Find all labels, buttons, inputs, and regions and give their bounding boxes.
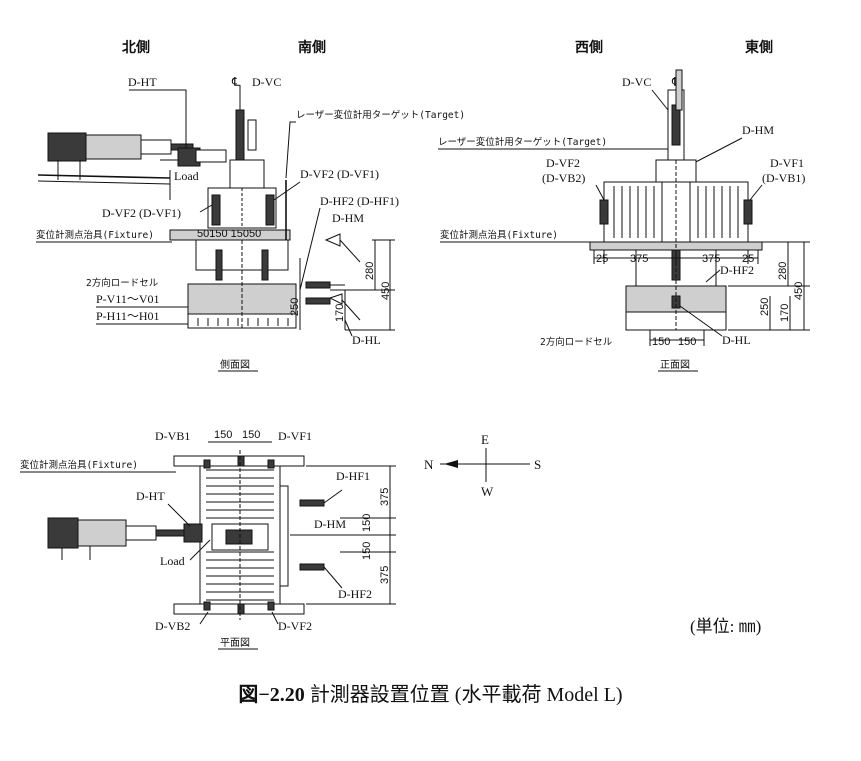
compass-east: E bbox=[481, 432, 489, 447]
plan-label-fixture: 変位計測点治具(Fixture) bbox=[20, 459, 138, 471]
plan-sensors bbox=[290, 489, 362, 589]
unit-note: (単位: ㎜) bbox=[690, 617, 762, 636]
plan-label-dhf1: D-HF1 bbox=[336, 469, 370, 483]
side-label-dhl: D-HL bbox=[352, 333, 381, 347]
compass: N E S W bbox=[424, 432, 541, 499]
side-label-dhm: D-HM bbox=[332, 211, 364, 225]
front-dim-25-left: 25 bbox=[596, 253, 608, 265]
side-sensor-dhm bbox=[305, 233, 361, 321]
side-label-dvc: D-VC bbox=[252, 75, 281, 89]
side-dims-top: 50150 15050 bbox=[197, 228, 261, 240]
plan-label-dhm: D-HM bbox=[314, 517, 346, 531]
side-label-target: レーザー変位計用ターゲット(Target) bbox=[296, 109, 465, 121]
side-view: 北側 南側 D-HT Load bbox=[36, 39, 465, 372]
front-dim-250: 250 bbox=[759, 298, 771, 316]
plan-specimen bbox=[173, 450, 305, 620]
plan-dimension-lines bbox=[306, 465, 396, 605]
compass-south: S bbox=[534, 457, 541, 472]
figure-title: 計測器設置位置 (水平載荷 Model L) bbox=[309, 684, 623, 706]
side-label-centerline: ℄ bbox=[231, 75, 240, 89]
front-header-east: 東側 bbox=[745, 39, 773, 56]
side-dim-250: 250 bbox=[289, 298, 301, 316]
front-label-dvf2: D-VF2 bbox=[546, 156, 580, 170]
front-header-west: 西側 bbox=[575, 39, 603, 56]
plan-dim-375-top: 375 bbox=[379, 488, 391, 506]
side-dim-170: 170 bbox=[334, 304, 346, 322]
figure-caption: 図−2.20 計測器設置位置 (水平載荷 Model L) bbox=[0, 678, 861, 707]
side-header-north: 北側 bbox=[122, 39, 150, 56]
front-dim-375-right: 375 bbox=[702, 253, 720, 265]
side-actuator bbox=[37, 132, 227, 200]
plan-label-dvf2: D-VF2 bbox=[278, 619, 312, 633]
front-dim-450: 450 bbox=[793, 282, 805, 300]
side-label-ph: P-H11～H01 bbox=[96, 309, 160, 323]
plan-label-dvb2: D-VB2 bbox=[155, 619, 190, 633]
front-label-dvb1: (D-VB1) bbox=[762, 171, 805, 185]
plan-caption: 平面図 bbox=[220, 637, 250, 649]
compass-west: W bbox=[481, 484, 494, 499]
front-label-dhm: D-HM bbox=[742, 123, 774, 137]
front-label-dhf2: D-HF2 bbox=[720, 263, 754, 277]
side-dim-450: 450 bbox=[380, 282, 392, 300]
front-dim-150-left: 150 bbox=[652, 336, 670, 348]
front-dim-280: 280 bbox=[777, 262, 789, 280]
front-label-dvb2: (D-VB2) bbox=[542, 171, 585, 185]
plan-dim-150-b: 150 bbox=[242, 429, 260, 441]
side-label-loadcell: 2方向ロードセル bbox=[86, 277, 159, 289]
plan-actuator bbox=[47, 517, 203, 560]
plan-dim-150-top: 150 bbox=[361, 514, 373, 532]
side-label-load: Load bbox=[174, 169, 199, 183]
plan-label-dht: D-HT bbox=[136, 489, 165, 503]
plan-label-dvb1: D-VB1 bbox=[155, 429, 190, 443]
front-caption: 正面図 bbox=[660, 359, 690, 371]
front-label-target: レーザー変位計用ターゲット(Target) bbox=[438, 136, 607, 148]
front-dim-150-right: 150 bbox=[678, 336, 696, 348]
side-label-dvf2-right: D-VF2 (D-VF1) bbox=[300, 167, 379, 181]
plan-label-load: Load bbox=[160, 554, 185, 568]
side-dimension-lines bbox=[299, 239, 395, 331]
front-label-dvc: D-VC bbox=[622, 75, 651, 89]
front-label-dvf1: D-VF1 bbox=[770, 156, 804, 170]
plan-dim-150-bottom: 150 bbox=[361, 542, 373, 560]
front-dim-375-left: 375 bbox=[630, 253, 648, 265]
side-label-pv: P-V11～V01 bbox=[96, 292, 160, 306]
plan-label-dhf2: D-HF2 bbox=[338, 587, 372, 601]
front-specimen bbox=[589, 69, 763, 331]
side-label-dhf2: D-HF2 (D-HF1) bbox=[320, 194, 399, 208]
front-label-dhl: D-HL bbox=[722, 333, 751, 347]
side-label-fixture: 変位計測点治具(Fixture) bbox=[36, 229, 154, 241]
side-leader-dht bbox=[129, 89, 187, 148]
side-dim-280: 280 bbox=[364, 262, 376, 280]
front-view: 西側 東側 D-VC ℄ レーザー変位計用ターゲット(Target) D-HM bbox=[438, 39, 810, 372]
side-label-dvf2-left: D-VF2 (D-VF1) bbox=[102, 206, 181, 220]
plan-view: D-VB1 150 150 D-VF1 変位計測点治具(Fixture) bbox=[20, 429, 396, 650]
front-dim-170: 170 bbox=[779, 304, 791, 322]
side-specimen bbox=[169, 85, 297, 330]
front-label-fixture: 変位計測点治具(Fixture) bbox=[440, 229, 558, 241]
front-label-loadcell: 2方向ロードセル bbox=[540, 336, 613, 348]
side-header-south: 南側 bbox=[298, 39, 326, 56]
plan-dim-375-bottom: 375 bbox=[379, 566, 391, 584]
compass-north: N bbox=[424, 457, 434, 472]
plan-dim-150-a: 150 bbox=[214, 429, 232, 441]
plan-label-dvf1: D-VF1 bbox=[278, 429, 312, 443]
side-caption: 側面図 bbox=[220, 358, 250, 371]
side-label-dht: D-HT bbox=[128, 75, 157, 89]
figure-number: 図−2.20 bbox=[238, 684, 305, 706]
front-dimension-lines bbox=[593, 241, 810, 346]
front-dim-25-right: 25 bbox=[742, 253, 754, 265]
